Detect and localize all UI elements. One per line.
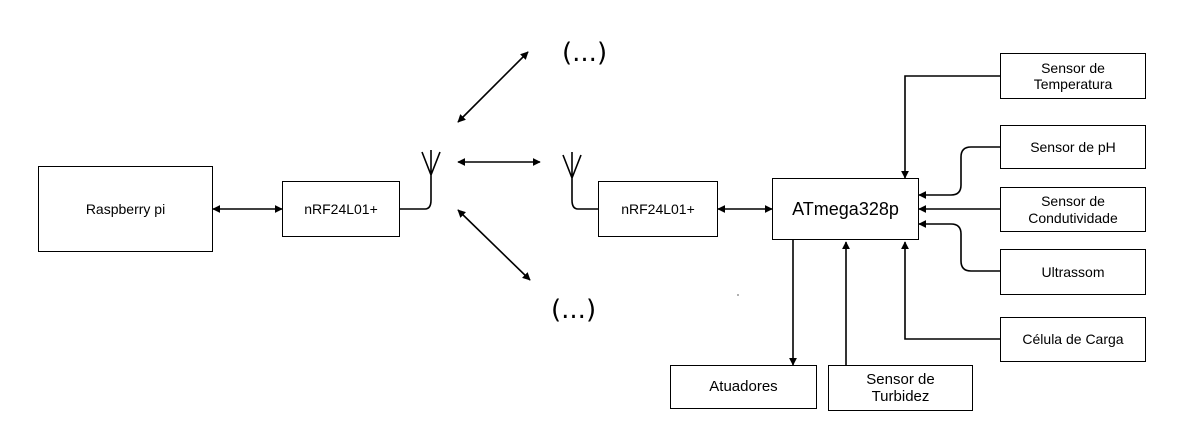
nrf-left-box: nRF24L01+ <box>282 181 400 237</box>
link-ph <box>918 146 1000 199</box>
sensor-condutividade-box: Sensor de Condutividade <box>1000 187 1146 232</box>
atuadores-box: Atuadores <box>670 365 817 409</box>
atmega-box: ATmega328p <box>772 178 919 240</box>
antenna-left-icon <box>400 150 441 210</box>
celula-de-carga-label: Célula de Carga <box>1022 331 1124 348</box>
link-temperatura <box>901 75 1000 179</box>
ultrassom-box: Ultrassom <box>1000 249 1146 295</box>
sensor-temperatura-label: Sensor de Temperatura <box>1033 59 1113 92</box>
ellipsis-bottom: (...) <box>551 295 597 325</box>
sensor-turbidez-box: Sensor de Turbidez <box>828 365 973 411</box>
nrf-left-label: nRF24L01+ <box>304 200 378 217</box>
sensor-turbidez-label: Sensor de Turbidez <box>866 370 935 405</box>
wireless-arrow-down <box>457 209 531 281</box>
sensor-temperatura-box: Sensor de Temperatura <box>1000 53 1146 99</box>
raspberry-pi-label: Raspberry pi <box>85 200 166 217</box>
wireless-arrow-up <box>457 51 529 123</box>
ultrassom-label: Ultrassom <box>1041 263 1105 280</box>
atmega-label: ATmega328p <box>792 198 899 219</box>
link-carga <box>901 241 1000 340</box>
celula-de-carga-box: Célula de Carga <box>1000 317 1146 362</box>
stray-dot <box>737 294 739 296</box>
sensor-condutividade-label: Sensor de Condutividade <box>1028 193 1118 226</box>
sensor-ph-box: Sensor de pH <box>1000 125 1146 169</box>
link-ultrassom <box>918 220 1000 272</box>
nrf-right-label: nRF24L01+ <box>621 200 695 217</box>
atuadores-label: Atuadores <box>709 378 778 396</box>
raspberry-pi-box: Raspberry pi <box>38 166 213 252</box>
antenna-right-icon <box>562 152 598 210</box>
ellipsis-top: (...) <box>562 38 608 68</box>
sensor-ph-label: Sensor de pH <box>1030 138 1116 155</box>
nrf-right-box: nRF24L01+ <box>598 181 718 237</box>
